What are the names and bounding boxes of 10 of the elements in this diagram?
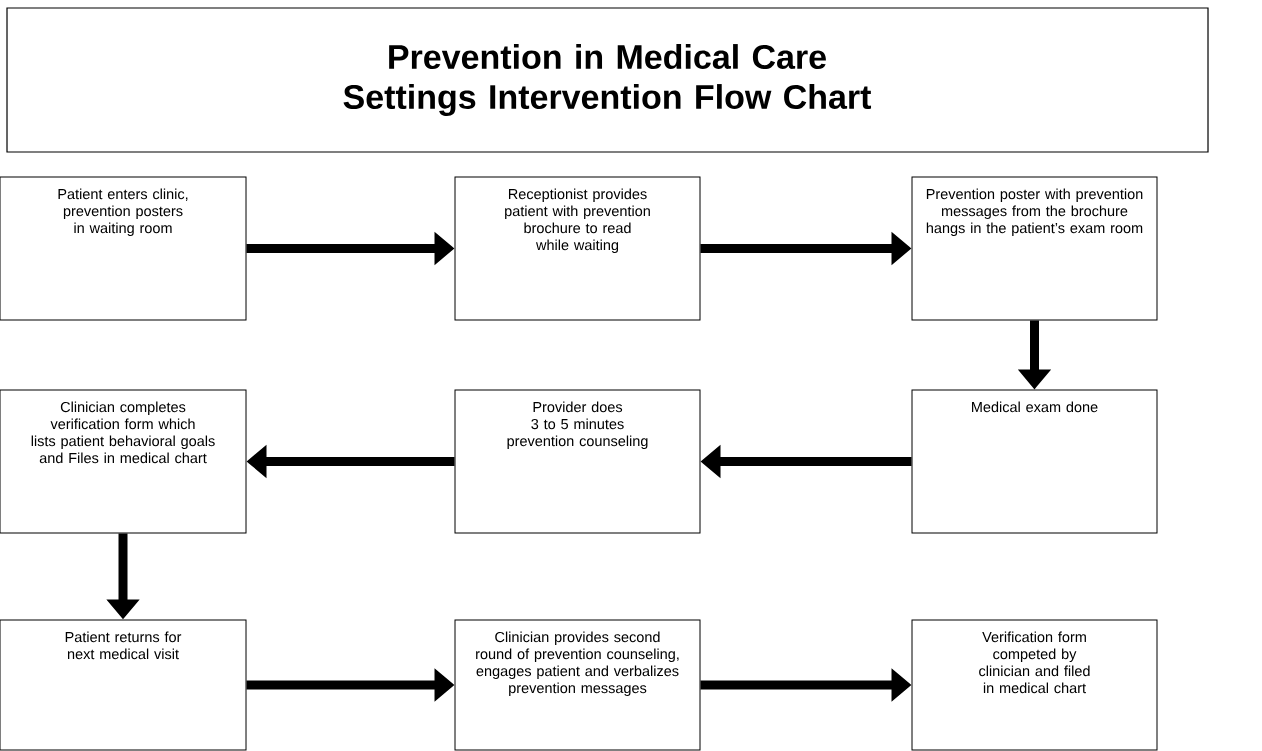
process-box: Patient returns for next medical visit (0, 619, 247, 751)
process-box: Patient enters clinic, prevention posters in waiting room (0, 176, 247, 321)
title-box: Prevention in Medical Care Settings Intervention Flow Chart (6, 7, 1209, 153)
process-box: Provider does 3 to 5 minutes prevention counseling (454, 389, 701, 534)
process-box: Prevention poster with prevention messages from the brochure hangs in the patient’s exam room (911, 176, 1158, 321)
process-box: Medical exam done (911, 389, 1158, 534)
process-box: Clinician completes verification form which lists patient behavioral goals and Files in medical chart (0, 389, 247, 534)
process-box: Verification form competed by clinician and filed in medical chart (911, 619, 1158, 751)
process-box: Clinician provides second round of prevention counseling, engages patient and verbalizes prevention messages (454, 619, 701, 751)
process-box: Receptionist provides patient with prevention brochure to read while waiting (454, 176, 701, 321)
